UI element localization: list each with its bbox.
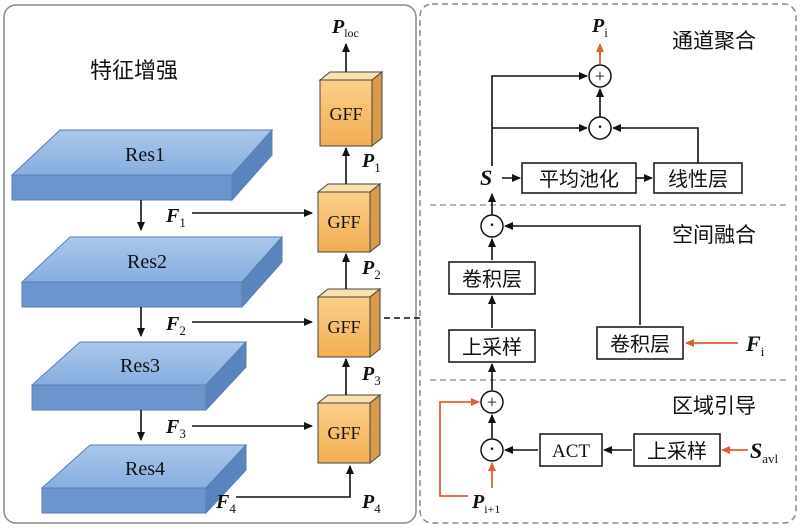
res3-label: Res3	[120, 355, 160, 377]
channel-plus-op: +	[588, 64, 612, 88]
svg-text:卷积层: 卷积层	[610, 332, 670, 356]
gff-label: GFF	[327, 212, 360, 232]
gff-block-4: GFF	[316, 393, 382, 465]
svg-text:·: ·	[488, 436, 495, 461]
f2-label: F2	[165, 313, 186, 338]
region-upsample-box: 上采样	[633, 433, 721, 467]
region-dot-op: ·	[480, 436, 504, 462]
f1-label: F1	[165, 205, 186, 230]
avgpool-box: 平均池化	[521, 162, 637, 194]
svg-text:·: ·	[488, 212, 495, 237]
conv-right-box: 卷积层	[596, 326, 684, 360]
spatial-upsample-box: 上采样	[448, 329, 536, 363]
gff-block-3: GFF	[316, 287, 382, 359]
svg-text:+: +	[595, 66, 605, 86]
arrow-s-plus	[491, 72, 588, 166]
res1-block: Res1	[10, 128, 274, 202]
svg-text:卷积层: 卷积层	[462, 267, 522, 291]
f4-label: F4	[215, 491, 236, 516]
arrow-linear-dot	[612, 124, 699, 163]
gff-label: GFF	[327, 423, 360, 443]
p3-label: P3	[361, 363, 381, 388]
svg-text:·: ·	[596, 114, 603, 139]
region-plus-op: +	[480, 390, 504, 414]
p-loc-label: Ploc	[331, 16, 359, 40]
fi-input-label: Fi	[745, 331, 765, 359]
right-panel-frame	[419, 3, 797, 524]
channel-dot-op: ·	[588, 114, 612, 140]
res3-block: Res3	[30, 340, 248, 412]
p1-label: P1	[361, 150, 381, 175]
svg-text:上采样: 上采样	[647, 439, 707, 463]
spatial-dot-op: ·	[480, 212, 504, 238]
p4-label: P4	[361, 491, 381, 516]
res1-label: Res1	[125, 144, 165, 166]
gff-block-2: GFF	[316, 182, 382, 254]
res2-label: Res2	[127, 251, 167, 273]
f3-label: F3	[165, 416, 186, 441]
left-panel-frame	[3, 4, 417, 524]
s-label: S	[480, 165, 492, 190]
left-panel-title: 特征增强	[90, 59, 178, 84]
res4-block: Res4	[40, 443, 248, 515]
arrow-pi1-plus	[439, 398, 480, 497]
conv-top-box: 卷积层	[448, 261, 536, 295]
svg-text:线性层: 线性层	[668, 167, 728, 191]
channel-output-label: Pi	[591, 15, 608, 40]
pi1-input-label: Pi+1	[471, 491, 500, 516]
svg-text:平均池化: 平均池化	[539, 167, 619, 191]
svg-text:+: +	[487, 392, 497, 412]
gff-block-top: GFF	[318, 70, 384, 148]
p2-label: P2	[361, 257, 381, 282]
arrow-conv-right-dot	[504, 222, 641, 325]
channel-section-title: 通道聚合	[672, 29, 756, 53]
res2-block: Res2	[20, 235, 284, 309]
gff-label: GFF	[327, 317, 360, 337]
linear-box: 线性层	[653, 162, 743, 194]
spatial-section-title: 空间融合	[672, 223, 756, 247]
svg-text:上采样: 上采样	[462, 335, 522, 359]
region-section-title: 区域引导	[672, 394, 756, 418]
arrow-f4-gff	[236, 465, 354, 498]
savl-input-label: Savl	[750, 438, 779, 466]
svg-text:ACT: ACT	[552, 441, 590, 462]
res4-label: Res4	[125, 458, 165, 480]
gff-label: GFF	[329, 104, 362, 124]
act-box: ACT	[539, 433, 603, 467]
